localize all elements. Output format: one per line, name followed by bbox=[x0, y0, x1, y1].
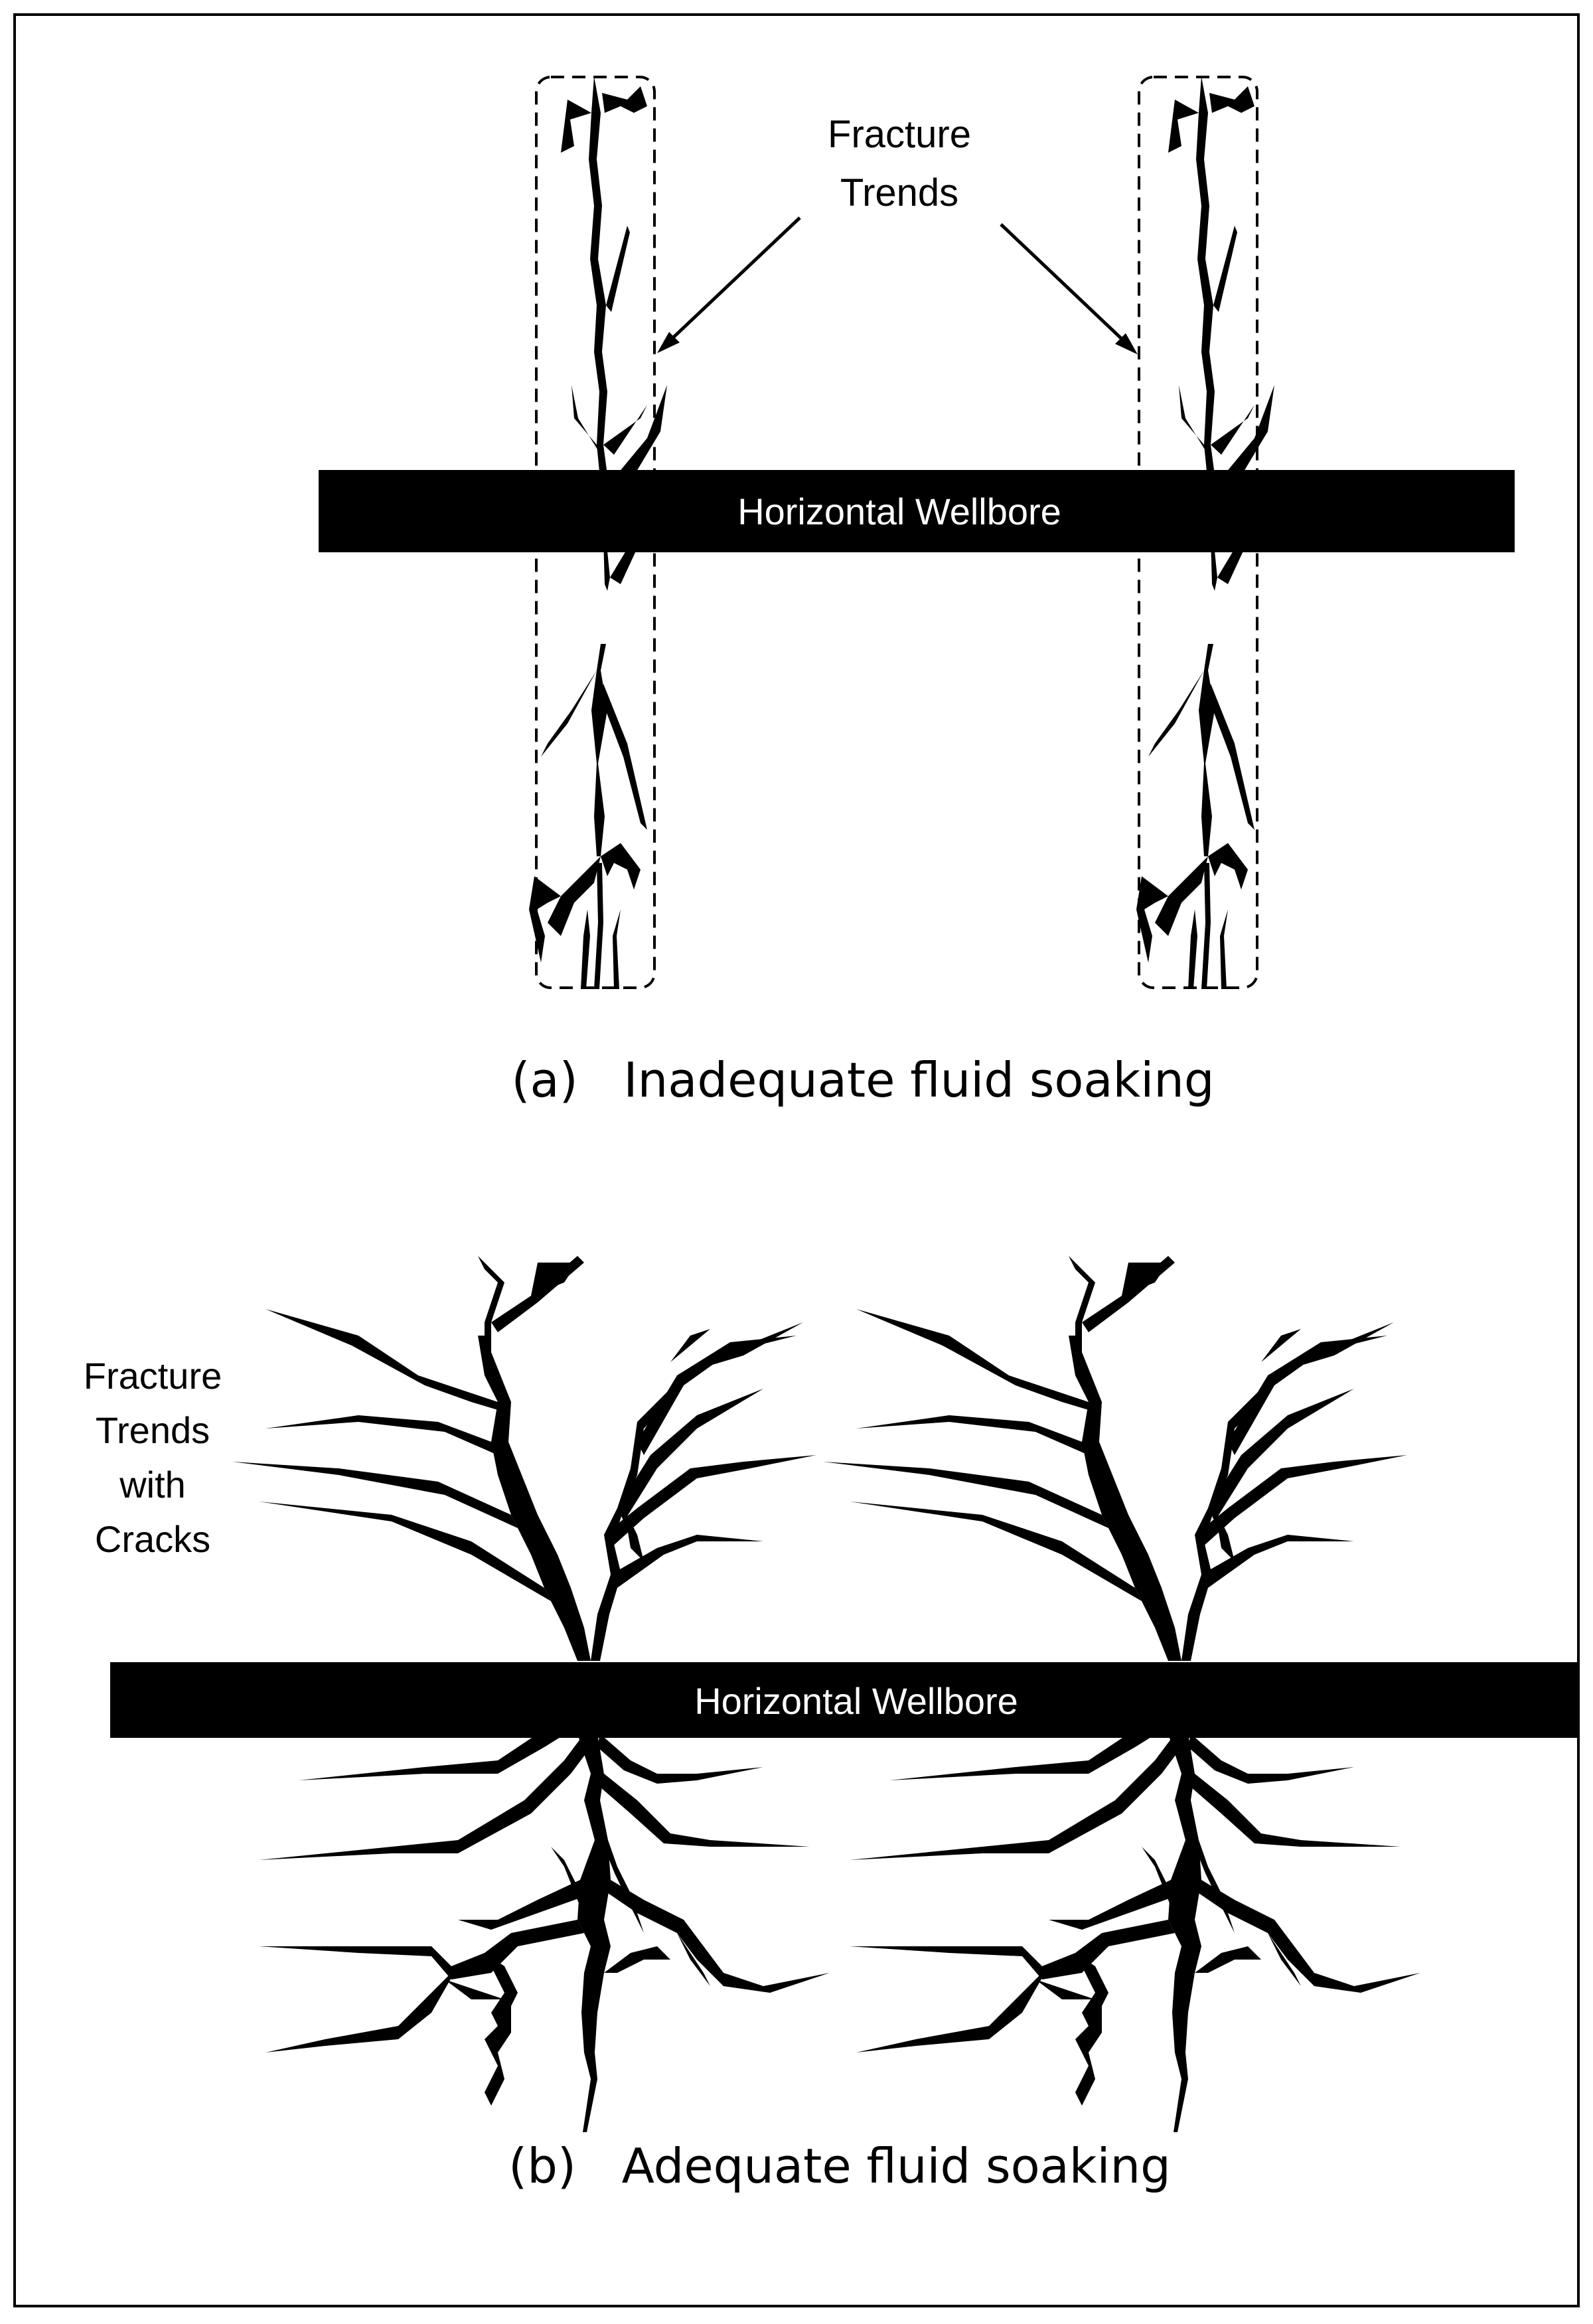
caption-b: (b) Adequate fluid soaking bbox=[508, 2138, 1171, 2194]
label-b-line-1: Fracture bbox=[84, 1355, 222, 1397]
arrow-line-left bbox=[664, 216, 801, 347]
caption-a: (a) Inadequate fluid soaking bbox=[511, 1052, 1214, 1108]
label-line-2: Trends bbox=[840, 171, 958, 214]
label-line-1: Fracture bbox=[828, 113, 971, 156]
label-b-line-2: Trends bbox=[96, 1409, 210, 1451]
pointer-arrows bbox=[657, 216, 1138, 354]
panel-a: Horizontal Wellbore Fracture Trends (a) … bbox=[319, 76, 1515, 1108]
label-b-line-3: with bbox=[119, 1464, 186, 1506]
panel-b: Horizontal Wellbore Fracture Trends with… bbox=[84, 1256, 1577, 2194]
horizontal-wellbore-b bbox=[110, 1662, 1577, 1738]
wellbore-label-a: Horizontal Wellbore bbox=[737, 491, 1061, 532]
arrow-line-right bbox=[1000, 223, 1130, 347]
arrowhead-right-icon bbox=[1115, 333, 1138, 354]
label-b-line-4: Cracks bbox=[95, 1518, 210, 1560]
figure-border bbox=[13, 13, 1580, 2307]
wellbore-label-b: Horizontal Wellbore bbox=[694, 1680, 1018, 1722]
arrowhead-left-icon bbox=[657, 332, 680, 353]
horizontal-wellbore-a bbox=[319, 470, 1515, 552]
fracture-trends-label: Fracture Trends bbox=[828, 113, 971, 214]
fracture-trends-with-cracks-label: Fracture Trends with Cracks bbox=[84, 1355, 222, 1560]
